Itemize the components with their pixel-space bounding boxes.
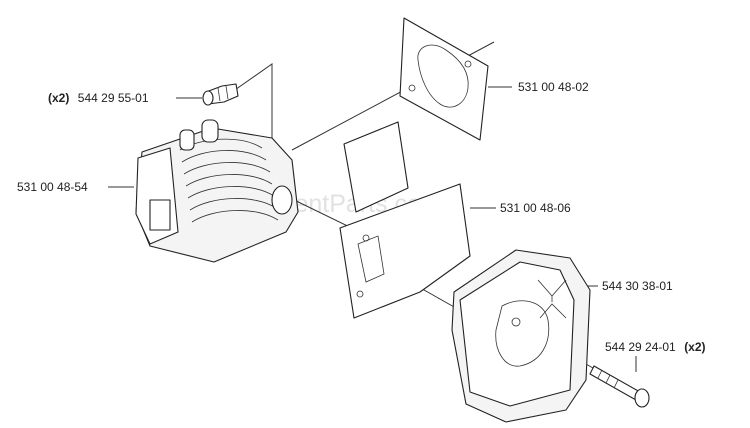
callout-screw-bottom-part: 544 29 24-01 [605, 340, 676, 354]
gasket-mid-shield-upper [343, 121, 409, 213]
gasket-mid-hole-1 [362, 234, 370, 242]
callout-gasket-mid-part: 531 00 48-06 [500, 201, 571, 215]
cylinder-fin-6 [189, 198, 277, 211]
muffler-x-mark-icon [537, 279, 567, 319]
gasket-mid-part [339, 121, 471, 319]
gasket-mid-plate [339, 183, 471, 319]
muffler-bolt-hole [511, 317, 521, 327]
muffler-front-face [459, 261, 575, 407]
callout-muffler-part: 544 30 38-01 [602, 279, 673, 293]
screw-bottom-thread-2 [605, 374, 611, 384]
cylinder-fin-4 [185, 174, 273, 187]
callout-labels: (x2) 544 29 55-01 531 00 48-54 531 00 48… [17, 80, 706, 355]
cylinder-boss-2 [201, 119, 219, 143]
cylinder-fin-2 [181, 150, 267, 163]
screw-bottom-shank [589, 365, 641, 401]
gasket-top-plate [399, 17, 489, 141]
screw-top-part [202, 83, 239, 106]
gasket-top-bore [417, 44, 469, 108]
cylinder-boss-1 [179, 129, 195, 151]
cylinder-part [135, 119, 299, 263]
callout-cylinder-part: 531 00 48-54 [17, 180, 88, 194]
callout-gasket-top-part: 531 00 48-02 [518, 80, 589, 94]
callout-screw-bottom-qty: (x2) [684, 340, 705, 354]
gasket-top-hole-1 [464, 60, 472, 68]
screw-bottom-thread-1 [597, 369, 603, 379]
gasket-top-part [399, 17, 489, 141]
screw-top-thread-2 [225, 85, 229, 100]
cylinder-fin-5 [187, 186, 275, 199]
muffler-part [451, 249, 591, 423]
gasket-mid-hole-2 [356, 290, 364, 298]
screw-bottom-head [634, 388, 650, 408]
cylinder-fin-7 [191, 210, 279, 223]
cylinder-inlet-pad [149, 199, 171, 231]
gasket-mid-port [357, 235, 385, 283]
callout-screw-top-part: 544 29 55-01 [78, 91, 149, 105]
callout-screw-top: (x2) 544 29 55-01 [48, 89, 149, 106]
screw-bottom-thread-3 [613, 379, 619, 389]
cylinder-fin-3 [183, 162, 271, 175]
cylinder-exhaust-port [271, 185, 293, 215]
callout-screw-top-qty: (x2) [48, 91, 69, 105]
screw-top-thread-1 [217, 87, 221, 102]
axis-screw-to-cylinder [231, 63, 273, 150]
screw-bottom-part [589, 365, 650, 408]
gasket-top-hole-2 [408, 84, 416, 92]
muffler-outlet-recess [495, 300, 550, 367]
screw-top-head [202, 90, 214, 106]
callout-screw-bottom: 544 29 24-01 (x2) [605, 338, 706, 355]
